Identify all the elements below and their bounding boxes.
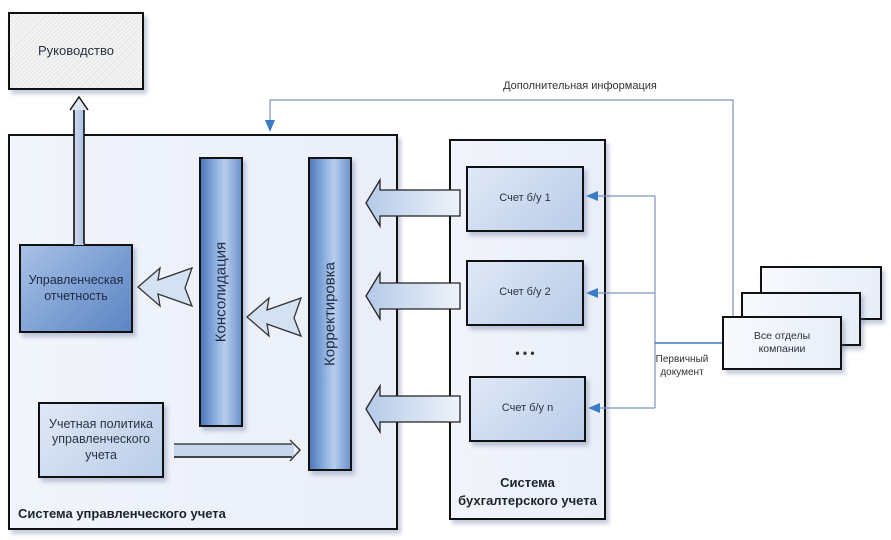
additional-info-connector xyxy=(265,99,734,316)
account-label-1: Счет б/у 1 xyxy=(499,192,551,205)
consolidation-to-reporting-arrow xyxy=(137,266,194,308)
arrowhead-account-2 xyxy=(586,288,598,298)
correction-bar: Корректировка xyxy=(308,157,352,471)
additional-info-label: Дополнительная информация xyxy=(503,80,657,92)
management-label: Руководство xyxy=(38,42,114,58)
departments-label: Все отделы компании xyxy=(753,329,811,355)
accounting-policy-label: Учетная политика управленческого учета xyxy=(49,416,153,462)
accounting-policy-box: Учетная политика управленческого учета xyxy=(38,402,164,478)
management-reporting-box: Управленческая отчетность xyxy=(19,244,133,333)
account-box-2: Счет б/у 2 xyxy=(466,260,584,326)
arrowhead-account-1 xyxy=(586,191,598,201)
accounting-system-caption: Система бухгалтерского учета xyxy=(458,475,597,508)
account-box-n: Счет б/у n xyxy=(469,376,586,442)
account-to-correction-arrows xyxy=(365,177,461,435)
management-box: Руководство xyxy=(8,12,144,90)
primary-document-connector xyxy=(586,191,722,413)
reporting-to-management-arrow xyxy=(69,95,89,245)
consolidation-bar: Консолидация xyxy=(199,157,243,427)
primary-document-label: Первичный документ xyxy=(655,354,709,378)
accounts-ellipsis: • • • xyxy=(515,346,535,360)
policy-to-correction-arrow xyxy=(174,439,301,462)
account-box-1: Счет б/у 1 xyxy=(466,166,584,232)
account-label-2: Счет б/у 2 xyxy=(499,286,551,299)
arrowhead-account-n xyxy=(588,403,600,413)
account-label-n: Счет б/у n xyxy=(501,402,554,415)
departments-box: Все отделы компании xyxy=(722,316,842,370)
correction-to-consolidation-arrow xyxy=(246,296,303,338)
management-reporting-label: Управленческая отчетность xyxy=(28,272,124,303)
management-system-caption: Система управленческого учета xyxy=(18,506,226,521)
